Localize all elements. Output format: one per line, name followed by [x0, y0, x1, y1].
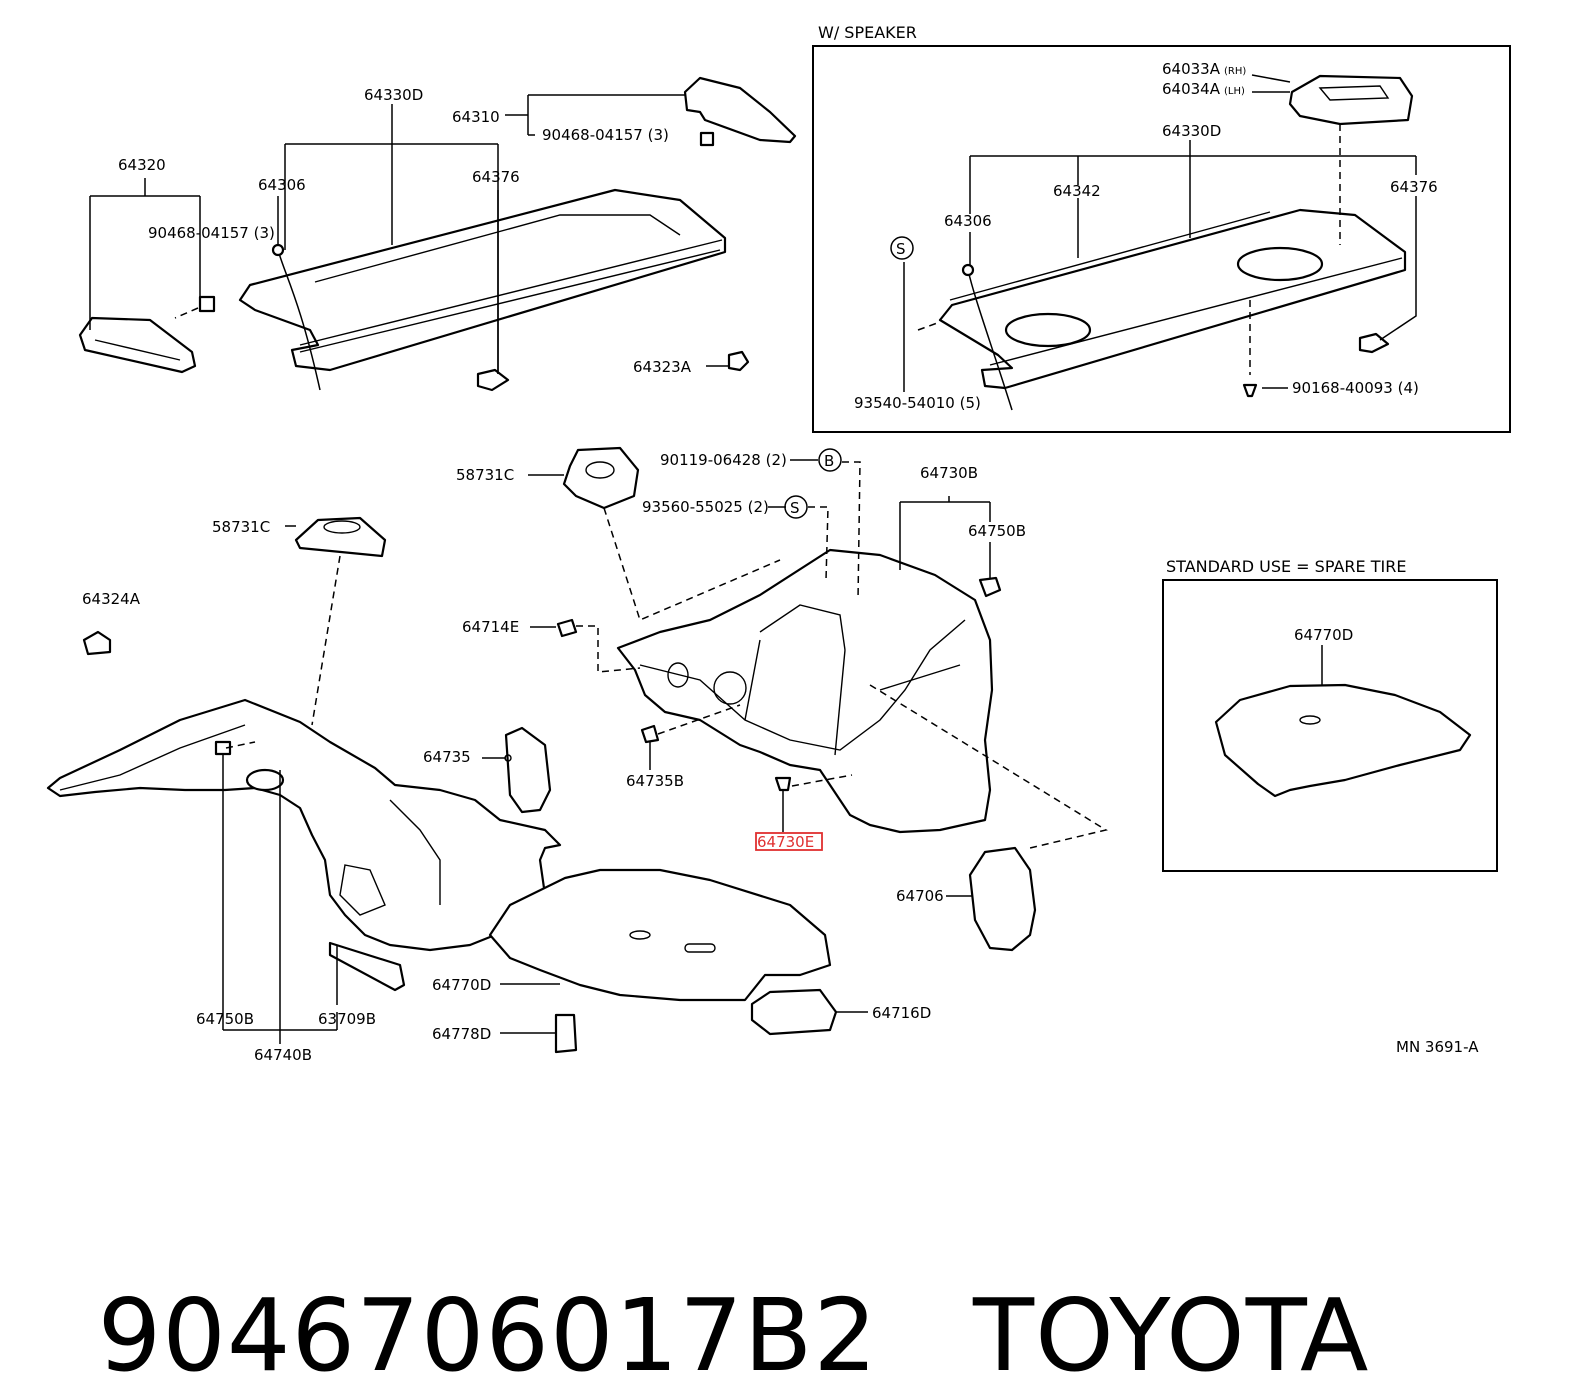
part-64330D-speaker-tray	[938, 208, 1407, 390]
part-64306-rod-right	[967, 269, 1013, 411]
label-64033A-suffix: (RH)	[1224, 66, 1246, 77]
label-58731C-center: 58731C	[456, 466, 514, 484]
part-64740B-side-trim	[46, 698, 562, 952]
label-64706: 64706	[896, 887, 944, 905]
label-90119: 90119-06428 (2)	[660, 451, 787, 469]
part-64310-cover	[683, 76, 797, 144]
part-64778D-pad	[554, 1013, 578, 1054]
label-63709B: 63709B	[318, 1010, 376, 1028]
label-64750B-top: 64750B	[968, 522, 1026, 540]
spare-tire-header: STANDARD USE = SPARE TIRE	[1166, 557, 1406, 576]
highlight-64730E	[755, 832, 823, 851]
part-64323A-clip	[727, 350, 750, 372]
label-64330D-right: 64330D	[1162, 122, 1221, 140]
leaders-upper-right	[903, 74, 1417, 392]
part-64376-bracket	[476, 368, 510, 392]
label-90468-right: 90468-04157 (3)	[542, 126, 669, 144]
speaker-variant-box	[812, 45, 1511, 433]
part-64330D-package-tray	[238, 188, 727, 372]
label-64770D-center: 64770D	[432, 976, 491, 994]
label-64730E: 64730E	[757, 833, 814, 851]
footer-part-number: 9046706017B2	[97, 1277, 879, 1394]
callout-s-2: S	[790, 499, 800, 517]
label-64750B-bottom: 64750B	[196, 1010, 254, 1028]
footer-brand: TOYOTA	[973, 1277, 1370, 1394]
part-64716D-tray	[750, 988, 838, 1036]
screw-64714E	[556, 618, 578, 638]
part-64730B-trunk-panel	[616, 548, 994, 834]
package-tray-group	[78, 76, 797, 392]
screw-64730E	[774, 776, 792, 792]
part-64706-cover	[968, 846, 1037, 952]
label-64714E: 64714E	[462, 618, 519, 636]
clip-90468-right	[699, 131, 715, 147]
label-64730B: 64730B	[920, 464, 978, 482]
label-64778D: 64778D	[432, 1025, 491, 1043]
footer-caption: 9046706017B2 TOYOTA	[32, 1160, 1369, 1394]
label-64323A: 64323A	[633, 358, 692, 376]
label-64306-left: 64306	[258, 176, 306, 194]
part-64033A-speaker-cover	[1288, 74, 1414, 126]
label-64310: 64310	[452, 108, 500, 126]
parts-diagram: W/ SPEAKER STANDARD USE = SPARE TIRE	[46, 23, 1511, 1064]
label-90468-left: 90468-04157 (3)	[148, 224, 275, 242]
label-64770D-spare: 64770D	[1294, 626, 1353, 644]
label-64735B: 64735B	[626, 772, 684, 790]
speaker-variant-header: W/ SPEAKER	[818, 23, 917, 42]
leaders-upper-left	[89, 94, 728, 374]
label-64034A-suffix: (LH)	[1224, 86, 1245, 97]
label-58731C-left: 58731C	[212, 518, 270, 536]
label-64324A: 64324A	[82, 590, 141, 608]
label-64320: 64320	[118, 156, 166, 174]
callout-b: B	[824, 452, 834, 470]
callout-s-1: S	[896, 240, 906, 258]
label-64376-right: 64376	[1390, 178, 1438, 196]
callout-s-circle-1	[890, 236, 914, 260]
clip-90468-left	[198, 295, 216, 313]
part-64306-rod	[277, 249, 321, 391]
clip-64750B-left	[214, 740, 232, 756]
label-64034A: 64034A	[1162, 80, 1221, 98]
label-64306-right: 64306	[944, 212, 992, 230]
callout-s-circle-2	[784, 495, 808, 519]
label-64735: 64735	[423, 748, 471, 766]
part-63709B-stay	[328, 941, 406, 992]
label-93540: 93540-54010 (5)	[854, 394, 981, 412]
spare-tire-box	[1162, 579, 1498, 872]
label-64033A: 64033A	[1162, 60, 1221, 78]
speaker-tray-group	[938, 74, 1414, 411]
label-64716D: 64716D	[872, 1004, 931, 1022]
part-58731C-cap-left	[294, 516, 387, 558]
label-64376-left: 64376	[472, 168, 520, 186]
label-64330D-left: 64330D	[364, 86, 423, 104]
part-64320-side-cover	[78, 316, 197, 374]
label-93560: 93560-55025 (2)	[642, 498, 769, 516]
speaker-hole-right	[1236, 246, 1324, 282]
label-90168: 90168-40093 (4)	[1292, 379, 1419, 397]
speaker-hole-left	[1004, 312, 1092, 348]
part-64770D-spare-cover	[1214, 683, 1472, 798]
part-64735-cover	[504, 726, 552, 814]
clip-64750B-top	[978, 576, 1002, 598]
clip-64735B	[640, 724, 660, 744]
callout-b-circle	[818, 448, 842, 472]
leaders-lower-left	[222, 525, 341, 1044]
label-64342: 64342	[1053, 182, 1101, 200]
side-trim-group	[46, 516, 562, 992]
screw-90168	[1242, 383, 1258, 398]
diagram-code: MN 3691-A	[1396, 1038, 1479, 1056]
trunk-floor-group	[488, 446, 1037, 1054]
spare-tire-group	[1214, 645, 1472, 798]
part-64770D-trunk-mat	[488, 868, 832, 1002]
leaders-center	[482, 459, 1108, 1034]
part-64324A-clip	[82, 630, 112, 656]
label-64740B: 64740B	[254, 1046, 312, 1064]
